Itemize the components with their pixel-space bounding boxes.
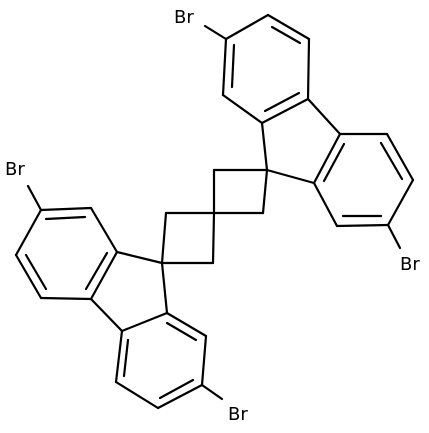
bond (260, 121, 269, 172)
bond (165, 311, 208, 338)
bond (261, 168, 269, 215)
bond (89, 250, 119, 301)
bond (24, 253, 48, 291)
bond (114, 380, 160, 410)
atom-labels: Br Br Br Br (5, 7, 420, 425)
bond (39, 296, 93, 301)
bond (385, 132, 415, 182)
bond (160, 211, 168, 265)
bond (224, 13, 270, 41)
bond (165, 321, 198, 342)
bromine-label: Br (174, 7, 194, 28)
bond (156, 383, 204, 410)
bond (200, 334, 208, 387)
bond (14, 208, 43, 257)
bond (335, 223, 390, 228)
bond (122, 338, 130, 378)
bond (230, 43, 236, 89)
bond (263, 91, 301, 113)
bond (211, 211, 216, 265)
bond (39, 206, 93, 212)
bond (270, 25, 302, 45)
bond (322, 142, 346, 183)
bond (120, 311, 169, 333)
bond (306, 97, 342, 136)
bond (203, 24, 228, 41)
bond (266, 13, 311, 41)
bond (44, 215, 87, 221)
bond (84, 251, 109, 291)
bromine-label: Br (228, 404, 248, 425)
bond (312, 181, 339, 228)
bond (221, 93, 264, 125)
bond (14, 253, 43, 300)
bond (306, 37, 311, 101)
bond (386, 223, 402, 250)
bond (115, 250, 164, 265)
bond (312, 132, 342, 185)
bond (260, 97, 310, 125)
bond (265, 168, 316, 185)
bonds (14, 13, 415, 410)
bond (386, 178, 415, 227)
bond (160, 261, 169, 315)
bond (158, 378, 195, 400)
bromine-label: Br (400, 254, 420, 275)
bond (200, 383, 224, 401)
bond (114, 329, 124, 384)
bond (26, 184, 43, 212)
bond (379, 141, 404, 181)
bond (89, 297, 124, 333)
bond (221, 37, 228, 97)
bromine-label: Br (5, 159, 25, 180)
bond (89, 206, 119, 254)
